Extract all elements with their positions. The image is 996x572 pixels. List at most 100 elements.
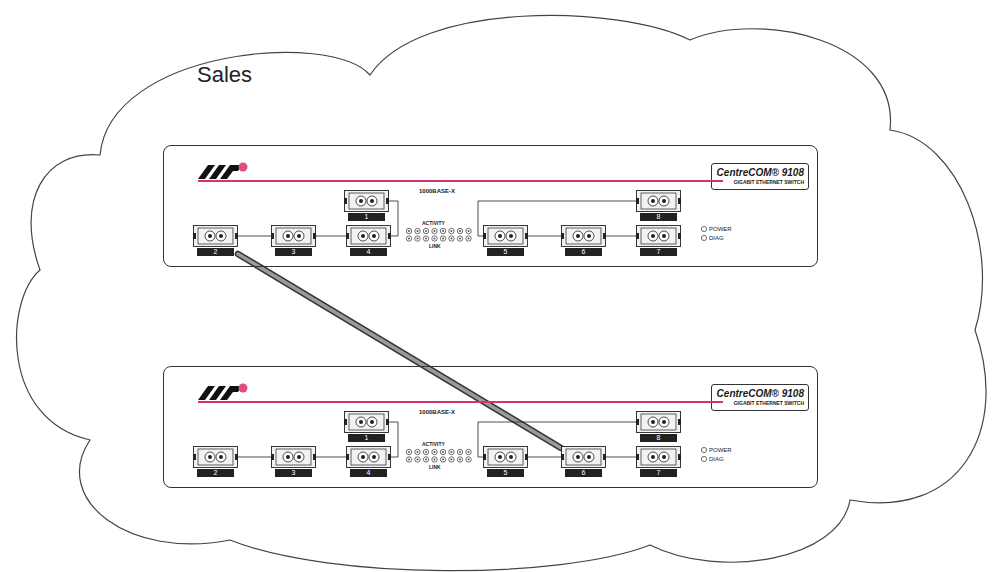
port-number-bar: 4	[350, 248, 387, 256]
cloud-outline-path	[17, 15, 986, 570]
region-label: Sales	[197, 62, 252, 88]
switch-face	[164, 367, 816, 486]
panel-label: 1000BASE-X	[419, 187, 455, 195]
port-socket	[636, 446, 681, 468]
status-led	[701, 447, 706, 452]
port-socket	[561, 225, 606, 247]
port-number-bar: 2	[197, 248, 234, 256]
switch-face	[164, 146, 816, 265]
fiber-cable	[238, 254, 561, 448]
port-socket	[193, 225, 238, 247]
fiber-port: 2	[193, 225, 238, 256]
cable-outline	[238, 254, 561, 448]
port-number: 3	[275, 469, 312, 477]
port-number-bar: 3	[275, 248, 312, 256]
port-number-bar: 4	[350, 469, 387, 477]
model-subtitle: GIGABIT ETHERNET SWITCH	[734, 179, 804, 186]
port-group-line	[238, 422, 636, 457]
port-socket	[344, 190, 389, 212]
fiber-port: 2	[193, 446, 238, 477]
port-number: 4	[350, 248, 387, 256]
port-number: 1	[348, 434, 385, 442]
port-number-bar: 6	[565, 248, 602, 256]
fiber-port: 7	[636, 225, 681, 256]
fiber-port: 5	[483, 225, 528, 256]
switch-panel: CentreCOM® 9108GIGABIT ETHERNET SWITCH 1 8…	[163, 145, 818, 267]
port-socket	[483, 446, 528, 468]
fiber-port: 6	[561, 225, 606, 256]
port-number-bar: 5	[487, 248, 524, 256]
model-subtitle: GIGABIT ETHERNET SWITCH	[734, 400, 804, 407]
port-number: 4	[350, 469, 387, 477]
fiber-port: 3	[271, 225, 316, 256]
port-socket	[636, 190, 681, 212]
port-socket	[483, 225, 528, 247]
fiber-port: 6	[561, 446, 606, 477]
panel-label: DIAG	[709, 455, 724, 463]
accent-stripe	[198, 180, 723, 182]
port-number: 1	[348, 213, 385, 221]
port-number: 2	[197, 248, 234, 256]
fiber-port: 1	[344, 411, 389, 442]
port-number: 6	[565, 248, 602, 256]
vendor-logo	[198, 163, 248, 180]
panel-label: LINK	[429, 243, 441, 250]
port-number: 7	[640, 248, 677, 256]
port-socket	[193, 446, 238, 468]
led-array	[406, 228, 471, 241]
port-number: 8	[640, 213, 677, 221]
port-number: 7	[640, 469, 677, 477]
panel-label: 1000BASE-X	[419, 408, 455, 416]
model-name: CentreCOM® 9108	[717, 167, 804, 179]
fiber-port: 4	[346, 225, 391, 256]
port-number-bar: 3	[275, 469, 312, 477]
vendor-logo	[198, 384, 248, 401]
fiber-port: 7	[636, 446, 681, 477]
led-array	[406, 449, 471, 462]
port-number: 3	[275, 248, 312, 256]
fiber-port: 1	[344, 190, 389, 221]
panel-label: DIAG	[709, 234, 724, 242]
fiber-port: 8	[636, 190, 681, 221]
port-socket	[271, 225, 316, 247]
model-label: CentreCOM® 9108GIGABIT ETHERNET SWITCH	[711, 163, 809, 190]
model-name: CentreCOM® 9108	[717, 388, 804, 400]
cable-core	[238, 254, 561, 448]
status-led	[701, 226, 706, 231]
port-socket	[346, 225, 391, 247]
accent-stripe	[198, 401, 723, 403]
port-number-bar: 2	[197, 469, 234, 477]
port-number-bar: 6	[565, 469, 602, 477]
panel-label: LINK	[429, 464, 441, 471]
port-number: 5	[487, 469, 524, 477]
port-number: 5	[487, 248, 524, 256]
port-number-bar: 5	[487, 469, 524, 477]
port-socket	[346, 446, 391, 468]
port-number-bar: 7	[640, 469, 677, 477]
port-number: 8	[640, 434, 677, 442]
panel-label: ACTIVITY	[422, 220, 445, 227]
port-group-line	[238, 201, 636, 236]
port-socket	[636, 411, 681, 433]
model-label: CentreCOM® 9108GIGABIT ETHERNET SWITCH	[711, 384, 809, 411]
port-number: 2	[197, 469, 234, 477]
port-number-bar: 7	[640, 248, 677, 256]
port-socket	[271, 446, 316, 468]
port-number: 6	[565, 469, 602, 477]
port-number-bar: 1	[348, 434, 385, 442]
port-number-bar: 8	[640, 434, 677, 442]
port-number-bar: 8	[640, 213, 677, 221]
panel-label: POWER	[709, 446, 732, 454]
panel-label: ACTIVITY	[422, 441, 445, 448]
status-led	[701, 456, 706, 461]
port-number-bar: 1	[348, 213, 385, 221]
port-socket	[344, 411, 389, 433]
fiber-port: 8	[636, 411, 681, 442]
status-led	[701, 235, 706, 240]
switch-panel: CentreCOM® 9108GIGABIT ETHERNET SWITCH 1 8…	[163, 366, 818, 488]
port-socket	[561, 446, 606, 468]
fiber-port: 3	[271, 446, 316, 477]
